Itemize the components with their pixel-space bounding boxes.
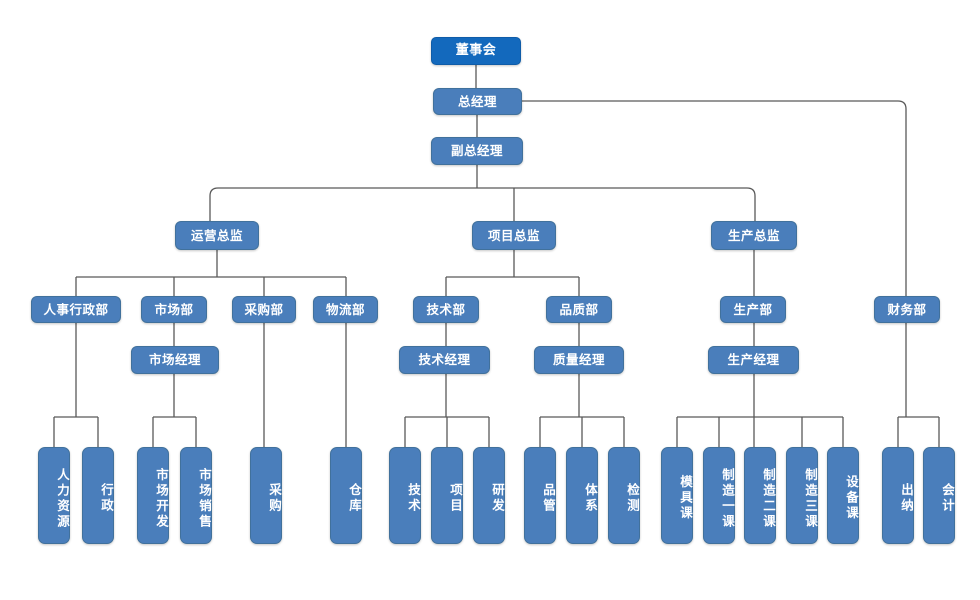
org-node-label: 品管	[541, 483, 556, 514]
org-node-label: 人力资源	[55, 467, 70, 530]
org-node-purchasing[interactable]: 采购	[250, 447, 282, 544]
org-node-label: 品质部	[559, 301, 599, 317]
org-node-board[interactable]: 董事会	[431, 37, 521, 65]
org-node-label: 物流部	[325, 301, 365, 317]
org-node-manufacturing-2[interactable]: 制造二课	[744, 447, 776, 544]
org-node-label: 技术经理	[418, 352, 471, 367]
org-node-logistics-dept[interactable]: 物流部	[313, 296, 378, 323]
org-node-label: 技术	[406, 483, 421, 514]
org-node-administration[interactable]: 行政	[82, 447, 114, 544]
org-node-label: 研发	[490, 483, 505, 514]
org-node-accounting[interactable]: 会计	[923, 447, 955, 544]
org-node-label: 财务部	[887, 301, 927, 317]
org-node-label: 项目	[448, 483, 463, 514]
org-node-label: 检测	[625, 483, 640, 514]
org-node-label: 市场开发	[154, 467, 169, 530]
org-node-technology-dept[interactable]: 技术部	[413, 296, 479, 323]
org-node-label: 副总经理	[450, 143, 503, 158]
org-node-label: 制造三课	[803, 467, 818, 530]
org-node-label: 模具课	[678, 475, 693, 522]
org-node-market-development[interactable]: 市场开发	[137, 447, 169, 544]
org-node-label: 行政	[99, 483, 114, 514]
org-node-hr-admin-dept[interactable]: 人事行政部	[31, 296, 121, 323]
org-node-label: 市场经理	[148, 352, 201, 367]
org-node-human-resources[interactable]: 人力资源	[38, 447, 70, 544]
org-node-technology-manager[interactable]: 技术经理	[399, 346, 490, 374]
org-node-label: 生产总监	[727, 227, 780, 243]
org-node-production-director[interactable]: 生产总监	[711, 221, 797, 250]
org-node-general-manager[interactable]: 总经理	[433, 88, 522, 115]
org-node-marketing-dept[interactable]: 市场部	[141, 296, 207, 323]
org-node-label: 采购部	[244, 301, 284, 317]
org-node-label: 出纳	[899, 483, 914, 514]
org-node-project[interactable]: 项目	[431, 447, 463, 544]
org-node-label: 生产部	[733, 301, 773, 317]
org-node-label: 运营总监	[190, 227, 243, 243]
org-node-manufacturing-3[interactable]: 制造三课	[786, 447, 818, 544]
org-node-quality-control[interactable]: 品管	[524, 447, 556, 544]
org-node-label: 质量经理	[552, 352, 605, 367]
org-node-label: 生产经理	[727, 352, 780, 367]
org-node-label: 项目总监	[487, 227, 540, 243]
org-node-label: 设备课	[844, 475, 859, 522]
org-node-project-director[interactable]: 项目总监	[472, 221, 556, 250]
org-node-quality-system[interactable]: 体系	[566, 447, 598, 544]
org-node-market-sales[interactable]: 市场销售	[180, 447, 212, 544]
org-node-label: 制造一课	[720, 467, 735, 530]
org-node-label: 会计	[940, 483, 955, 514]
org-node-deputy-general-manager[interactable]: 副总经理	[431, 137, 523, 165]
org-node-finance-dept[interactable]: 财务部	[874, 296, 940, 323]
org-node-technology[interactable]: 技术	[389, 447, 421, 544]
org-node-label: 董事会	[455, 42, 497, 58]
org-node-label: 体系	[583, 483, 598, 514]
org-node-inspection[interactable]: 检测	[608, 447, 640, 544]
org-node-research-development[interactable]: 研发	[473, 447, 505, 544]
org-node-label: 技术部	[426, 301, 466, 317]
org-node-label: 市场销售	[197, 467, 212, 530]
org-node-equipment-section[interactable]: 设备课	[827, 447, 859, 544]
org-node-production-dept[interactable]: 生产部	[720, 296, 786, 323]
org-node-label: 制造二课	[761, 467, 776, 530]
org-node-marketing-manager[interactable]: 市场经理	[131, 346, 219, 374]
org-node-purchasing-dept[interactable]: 采购部	[232, 296, 296, 323]
org-node-manufacturing-1[interactable]: 制造一课	[703, 447, 735, 544]
org-node-operations-director[interactable]: 运营总监	[175, 221, 259, 250]
org-node-production-manager[interactable]: 生产经理	[708, 346, 799, 374]
org-node-warehouse[interactable]: 仓库	[330, 447, 362, 544]
org-node-quality-manager[interactable]: 质量经理	[534, 346, 624, 374]
org-node-label: 仓库	[347, 483, 362, 514]
org-node-label: 采购	[267, 483, 282, 514]
org-node-cashier[interactable]: 出纳	[882, 447, 914, 544]
org-node-label: 人事行政部	[43, 301, 109, 317]
org-node-label: 总经理	[457, 93, 497, 109]
org-node-quality-dept[interactable]: 品质部	[546, 296, 612, 323]
org-node-mold-section[interactable]: 模具课	[661, 447, 693, 544]
org-node-label: 市场部	[154, 301, 194, 317]
